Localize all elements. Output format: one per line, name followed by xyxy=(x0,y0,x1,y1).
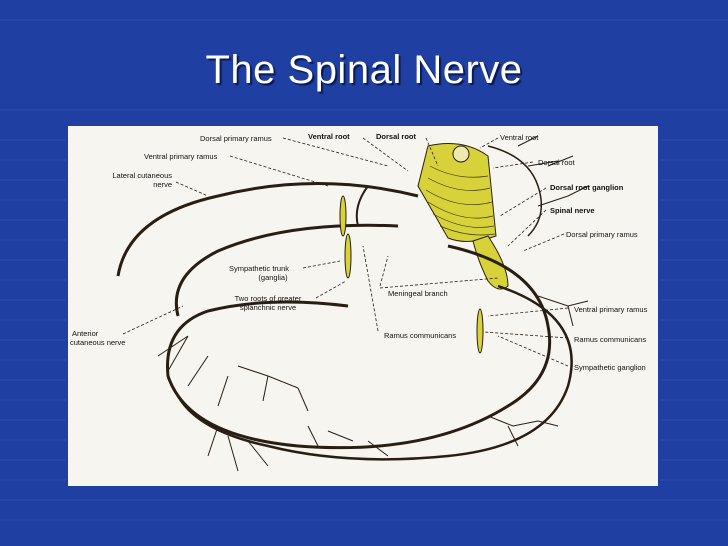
label-ventral-primary-ramus-right: Ventral primary ramus xyxy=(574,306,647,314)
label-ventral-root-top: Ventral root xyxy=(308,133,350,141)
label-dorsal-root-ganglion: Dorsal root ganglion xyxy=(550,184,623,192)
label-two-roots-2: splanchnic nerve xyxy=(220,304,316,312)
label-sympathetic-trunk-1: Sympathetic trunk xyxy=(214,265,304,273)
slide-title: The Spinal Nerve xyxy=(0,48,728,93)
label-spinal-nerve: Spinal nerve xyxy=(550,207,595,215)
label-sympathetic-ganglion: Sympathetic ganglion xyxy=(574,364,646,372)
label-sympathetic-trunk-2: (ganglia) xyxy=(228,274,318,282)
label-ramus-communicans-center: Ramus communicans xyxy=(384,332,456,340)
label-meningeal-branch: Meningeal branch xyxy=(388,290,448,298)
nerve-loops xyxy=(118,146,572,459)
label-dorsal-primary-ramus-right: Dorsal primary ramus xyxy=(566,231,638,239)
label-dorsal-primary-ramus-top: Dorsal primary ramus xyxy=(200,135,272,143)
spinal-cord-segment xyxy=(418,144,496,242)
label-dorsal-root-top: Dorsal root xyxy=(376,133,416,141)
label-lateral-cutaneous-1: Lateral cutaneous xyxy=(102,172,172,180)
label-dorsal-root-right: Dorsal root xyxy=(538,159,575,167)
label-ventral-root-right: Ventral root xyxy=(500,134,538,142)
label-lateral-cutaneous-2: nerve xyxy=(102,181,172,189)
label-two-roots-1: Two roots of greater xyxy=(220,295,316,303)
label-anterior-cutaneous-1: Anterior xyxy=(72,330,98,338)
label-ramus-communicans-right: Ramus communicans xyxy=(574,336,646,344)
label-ventral-primary-ramus-left: Ventral primary ramus xyxy=(144,153,217,161)
dorsal-root-ganglion xyxy=(473,236,508,289)
label-anterior-cutaneous-2: cutaneous nerve xyxy=(70,339,125,347)
spinal-nerve-diagram: Dorsal primary ramus Ventral root Dorsal… xyxy=(68,126,658,486)
